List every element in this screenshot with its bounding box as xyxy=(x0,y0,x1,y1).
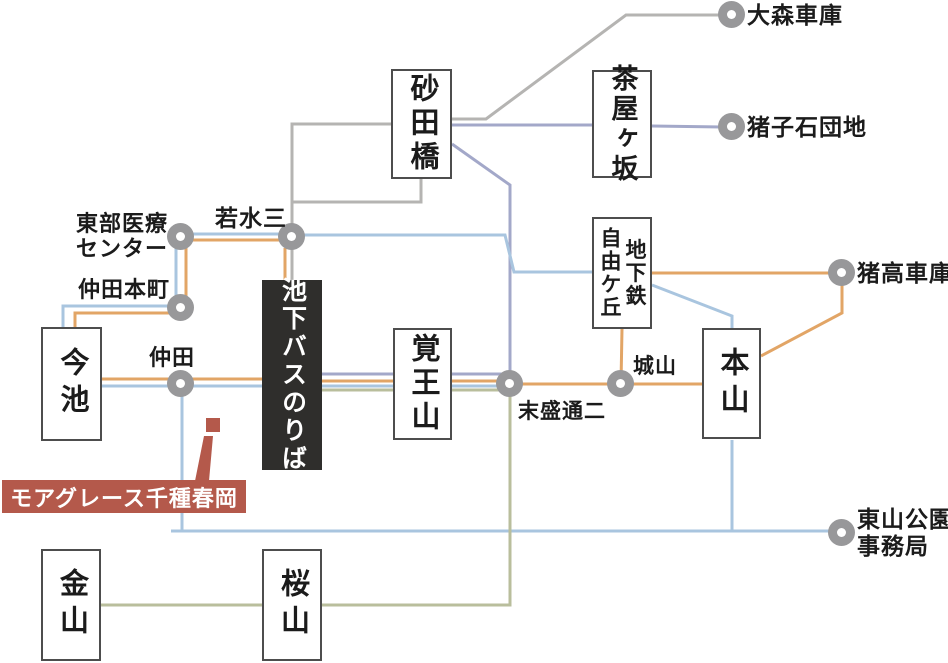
terminal-label-ikeshita: 池下バスのりば xyxy=(278,277,306,473)
station-label-kanayama: 金山 xyxy=(55,568,88,642)
stop-label-wakamizu3: 若水三 xyxy=(215,206,287,231)
stop-node-tobu-iryo-center xyxy=(167,223,194,250)
stop-label-nakata: 仲田 xyxy=(149,345,196,370)
highlight-square-icon xyxy=(206,418,220,432)
station-box-imaike: 今池 xyxy=(41,327,102,441)
stop-node-inokoshi-danchi xyxy=(718,113,745,140)
stop-label-tobu-iryo-center: 東部医療 センター xyxy=(58,211,168,261)
stop-node-suemori-dori2 xyxy=(496,370,523,397)
station-label-imaike: 今池 xyxy=(56,347,88,421)
station-label-kakuozan: 覚王山 xyxy=(407,333,439,435)
station-label-sunadabashi: 砂田橋 xyxy=(406,73,438,175)
stop-label-suemori-dori2: 末盛通二 xyxy=(518,399,606,423)
stop-node-higashiyama-koen xyxy=(828,519,855,546)
stop-node-omori-depot xyxy=(718,1,745,28)
highlight-marker xyxy=(195,418,220,481)
stop-label-higashiyama-koen: 東山公園 事務局 xyxy=(857,506,948,560)
highlight-pointer-icon xyxy=(195,436,213,481)
stop-label-nakata-honcho: 仲田本町 xyxy=(78,277,171,302)
station-label-chayagasaka: 茶屋ヶ坂 xyxy=(607,64,638,184)
stop-node-nakata-honcho xyxy=(167,294,194,321)
route-blue xyxy=(61,232,842,533)
stop-label-higashiyama-line1: 東山公園 xyxy=(857,507,948,532)
stop-label-tobu-iryo-line1: 東部医療 xyxy=(75,211,168,236)
stop-label-higashiyama-line2: 事務局 xyxy=(857,534,929,559)
station-label-jiyugaoka-line1: 地下鉄 xyxy=(623,238,647,308)
stop-label-shiroyama: 城山 xyxy=(633,354,677,378)
station-box-kanayama: 金山 xyxy=(41,549,101,661)
station-box-chayagasaka: 茶屋ヶ坂 xyxy=(592,64,652,184)
station-label-motoyama: 本山 xyxy=(716,346,748,421)
stop-node-itaka-depot xyxy=(828,259,855,286)
stop-label-tobu-iryo-line2: センター xyxy=(75,236,168,261)
station-box-kakuozan: 覚王山 xyxy=(393,328,452,440)
station-box-sunadabashi: 砂田橋 xyxy=(391,69,452,179)
station-box-motoyama: 本山 xyxy=(702,328,761,439)
stop-node-wakamizu3 xyxy=(278,223,305,250)
terminal-box-ikeshita: 池下バスのりば xyxy=(262,277,322,473)
station-box-jiyugaoka: 地下鉄 自由ケ丘 xyxy=(592,217,652,329)
route-purple xyxy=(322,123,723,384)
station-label-jiyugaoka-line2: 自由ケ丘 xyxy=(598,227,622,319)
stop-label-itaka-depot: 猪高車庫 xyxy=(857,261,948,286)
highlight-property-label: モアグレース千種春岡 xyxy=(2,480,246,513)
station-box-sakurayama: 桜山 xyxy=(262,549,322,661)
stop-node-nakata xyxy=(167,370,194,397)
stop-label-omori-depot: 大森車庫 xyxy=(747,3,843,28)
route-gray xyxy=(290,13,732,281)
station-label-sakurayama: 桜山 xyxy=(276,568,309,642)
stop-label-inokoshi-danchi: 猪子石団地 xyxy=(747,115,867,140)
stop-node-shiroyama xyxy=(607,370,634,397)
